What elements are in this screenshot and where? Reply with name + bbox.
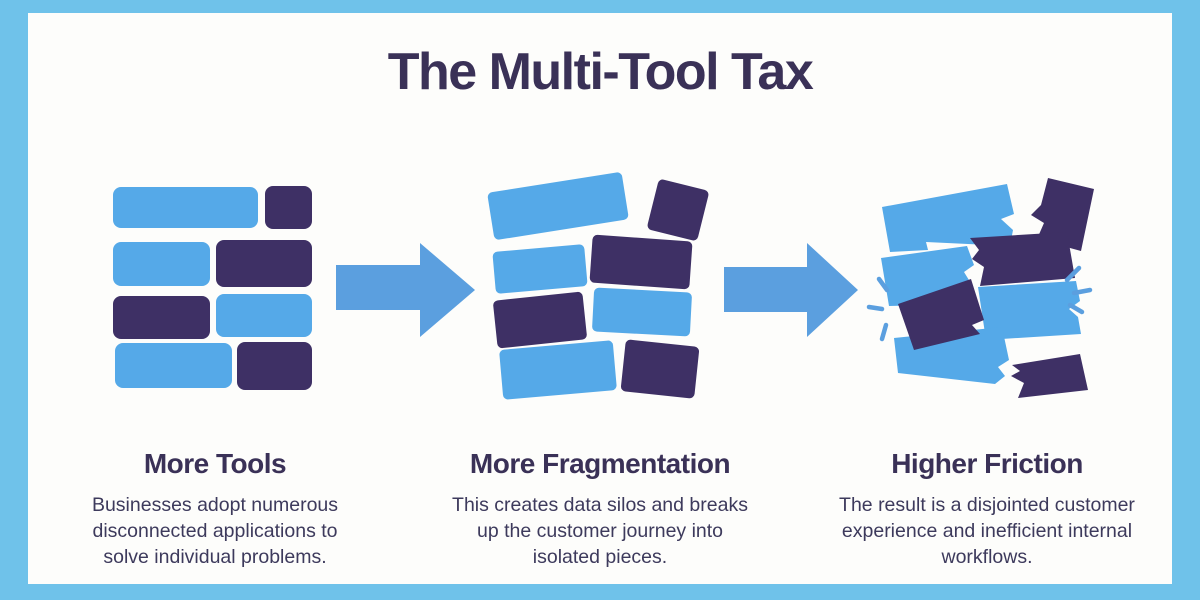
- block: [589, 234, 693, 290]
- panel-heading: Higher Friction: [891, 448, 1083, 479]
- blocks-broken-icon: [866, 178, 1094, 398]
- panel-description: The result is a disjointed customer expe…: [839, 494, 1135, 568]
- torn-block: [1011, 354, 1088, 398]
- block: [492, 244, 588, 294]
- block: [492, 291, 588, 349]
- caption-more-fragmentation: More Fragmentation This creates data sil…: [430, 448, 770, 571]
- torn-block: [882, 184, 1014, 252]
- spark-line: [1071, 287, 1093, 296]
- block: [487, 171, 629, 241]
- panel-description: Businesses adopt numerous disconnected a…: [91, 494, 339, 568]
- block: [237, 342, 312, 390]
- panel-heading: More Tools: [143, 448, 287, 479]
- block: [499, 340, 617, 400]
- spark-line: [1067, 302, 1085, 315]
- torn-dark-blocks: [898, 178, 1094, 398]
- block: [113, 187, 258, 228]
- block: [216, 294, 312, 337]
- torn-block: [898, 279, 984, 350]
- block: [646, 178, 710, 242]
- block: [113, 242, 210, 286]
- spark-line: [1064, 265, 1082, 283]
- block: [113, 296, 210, 339]
- page-title: The Multi-Tool Tax: [387, 43, 814, 101]
- panel-heading: More Fragmentation: [469, 448, 731, 479]
- block: [115, 343, 232, 388]
- block: [620, 339, 700, 399]
- block: [265, 186, 312, 229]
- friction-spark-lines: [866, 265, 1093, 342]
- block: [591, 287, 693, 337]
- block: [216, 240, 312, 287]
- caption-more-tools: More Tools Businesses adopt numerous dis…: [55, 448, 375, 571]
- caption-higher-friction: Higher Friction The result is a disjoint…: [820, 448, 1154, 571]
- right-arrow-icon: [336, 243, 475, 337]
- right-arrow-icon: [724, 243, 858, 337]
- blocks-grid-icon: [112, 184, 313, 390]
- right-arrow-shape: [724, 243, 858, 337]
- spark-line: [876, 276, 890, 293]
- spark-line: [866, 304, 885, 312]
- torn-block: [1031, 178, 1094, 251]
- right-arrow-shape: [336, 243, 475, 337]
- blocks-scattered-icon: [487, 171, 710, 402]
- torn-block: [970, 232, 1075, 286]
- torn-block: [978, 281, 1081, 340]
- panel-description: This creates data silos and breaks up th…: [452, 494, 748, 568]
- spark-line: [879, 322, 889, 342]
